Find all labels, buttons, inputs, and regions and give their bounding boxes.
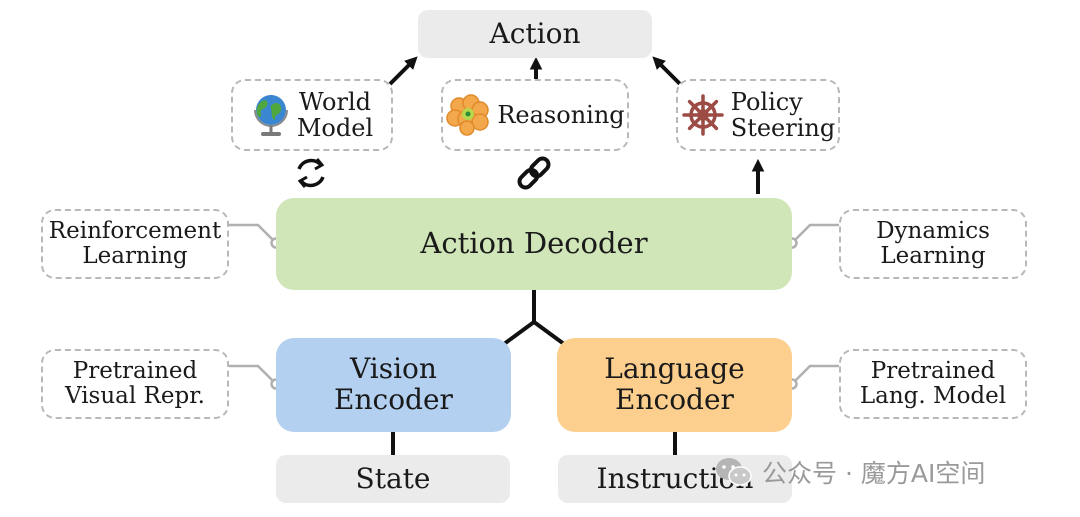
policy-steering-line2: Steering xyxy=(730,114,836,142)
pvr-leader xyxy=(229,364,277,385)
action-box: Action xyxy=(418,10,652,58)
reasoning-box: Reasoning xyxy=(441,79,629,151)
dynamics-learning-callout: Dynamics Learning xyxy=(839,209,1027,279)
language-line2: Encoder xyxy=(615,383,734,416)
wechat-icon xyxy=(716,458,752,486)
plm-line1: Pretrained xyxy=(870,357,996,384)
watermark: 公众号 · 魔方AI空间 xyxy=(714,452,985,492)
state-box: State xyxy=(276,455,510,503)
action-label: Action xyxy=(489,16,581,50)
world-model-line2: Model xyxy=(296,114,374,142)
pretrained-lang-model-callout: Pretrained Lang. Model xyxy=(839,349,1027,419)
reasoning-label: Reasoning xyxy=(497,100,625,129)
watermark-text: 公众号 · 魔方AI空间 xyxy=(762,459,986,488)
world-model-box: World Model xyxy=(231,79,393,151)
plm-line2: Lang. Model xyxy=(859,383,1007,409)
pretrained-visual-repr-callout: Pretrained Visual Repr. xyxy=(41,349,229,419)
ship-wheel-icon xyxy=(682,94,724,136)
rl-line1: Reinforcement xyxy=(48,217,222,244)
brain-icon xyxy=(446,94,490,136)
rl-line2: Learning xyxy=(82,243,188,269)
language-encoder-box: Language Encoder xyxy=(557,338,792,432)
merge-connector xyxy=(502,290,566,346)
language-line1: Language xyxy=(604,352,745,386)
policy-steering-line1: Policy xyxy=(730,87,803,116)
dynamics-leader xyxy=(791,223,839,244)
policy-steering-box: Policy Steering xyxy=(676,79,840,151)
rl-leader xyxy=(229,223,277,244)
arrow-world-to-action xyxy=(388,56,418,86)
vision-line1: Vision xyxy=(350,352,437,386)
reinforcement-learning-callout: Reinforcement Learning xyxy=(41,209,229,279)
vision-line2: Encoder xyxy=(334,383,453,416)
state-label: State xyxy=(355,461,431,495)
arrow-policy-to-action xyxy=(652,56,682,86)
dynamics-line1: Dynamics xyxy=(876,217,990,244)
pvr-line1: Pretrained xyxy=(72,357,198,384)
action-decoder-label: Action Decoder xyxy=(420,226,648,261)
action-decoder-box: Action Decoder xyxy=(276,198,792,290)
plm-leader xyxy=(791,364,839,385)
cycle-icon xyxy=(297,158,325,188)
dynamics-line2: Learning xyxy=(880,243,986,269)
vision-encoder-box: Vision Encoder xyxy=(276,338,511,432)
chain-link-icon xyxy=(517,156,551,190)
instruction-box: Instruction xyxy=(558,455,792,503)
globe-icon xyxy=(253,95,288,136)
pvr-line2: Visual Repr. xyxy=(65,383,205,409)
world-model-line1: World xyxy=(298,87,371,116)
